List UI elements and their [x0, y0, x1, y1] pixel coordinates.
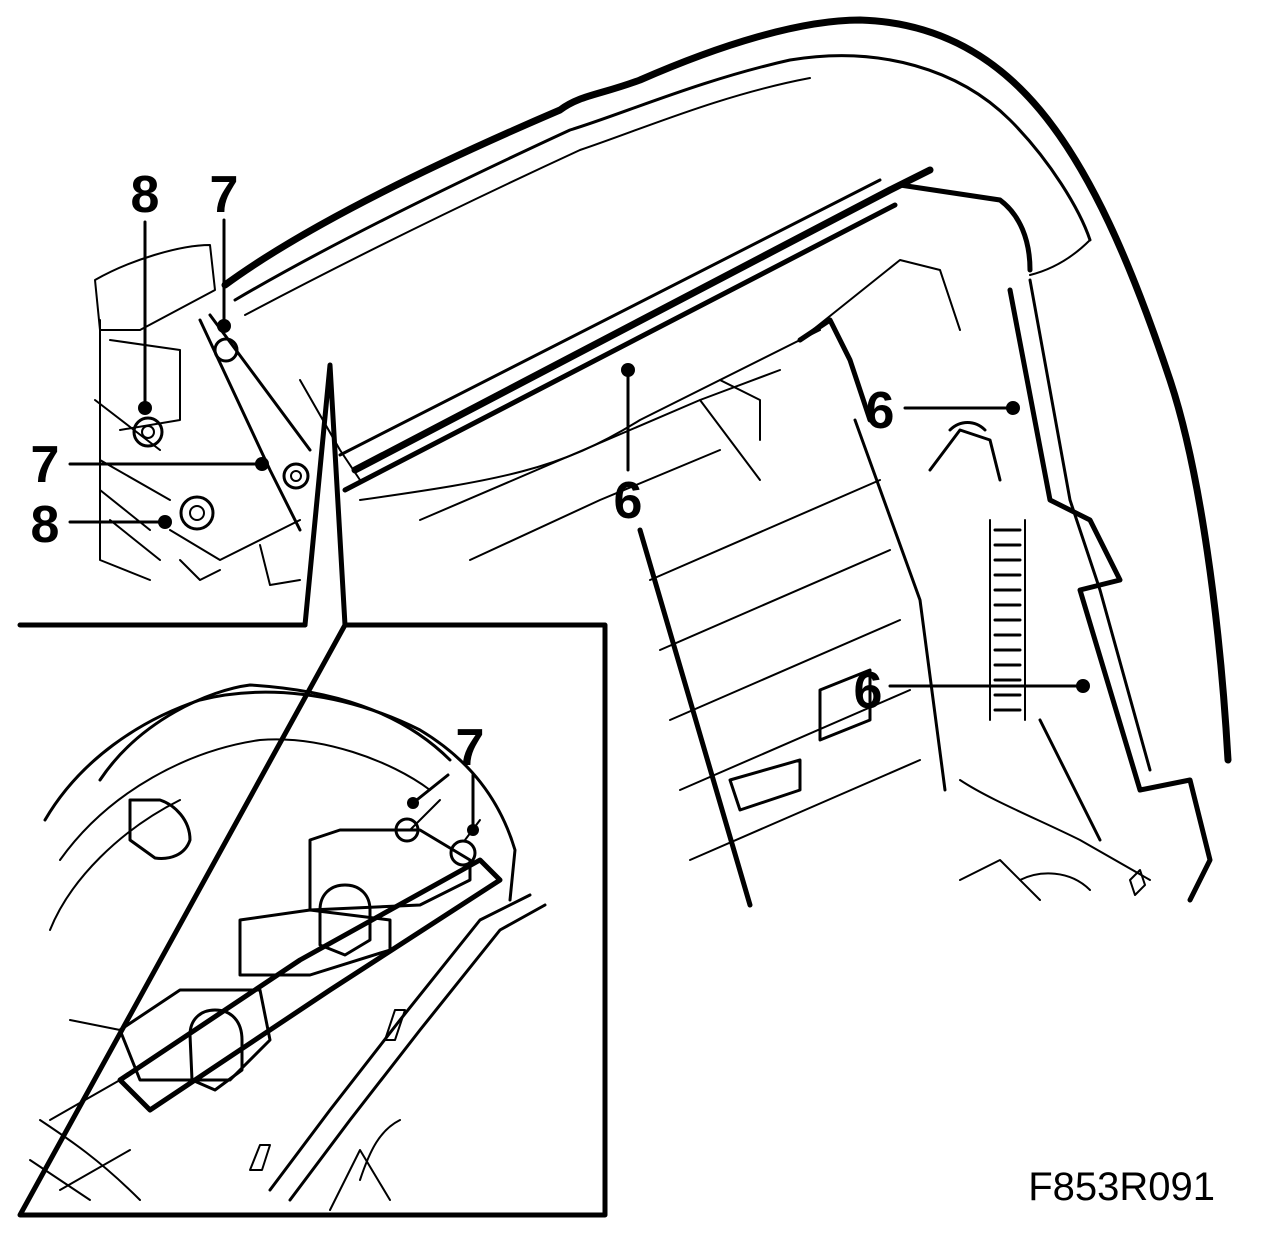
leader-dot-7-top: [217, 319, 231, 333]
soft-top-outer-frame: [221, 16, 1232, 764]
left-bolt-group: [132, 337, 310, 531]
rear-crossbow-rail: [338, 166, 934, 501]
left-mounting-area: [94, 244, 361, 586]
leader-lines: [68, 218, 1090, 836]
inset-pointer: [302, 362, 348, 628]
leader-dot-7-inset-a: [407, 797, 419, 809]
callout-6-right-upper: 6: [866, 382, 895, 440]
callout-7-inset: 7: [456, 719, 485, 777]
callout-8-mid: 8: [31, 496, 60, 554]
spring: [989, 519, 1026, 721]
leader-dot-8-top: [138, 401, 152, 415]
leader-dot-8-mid: [158, 515, 172, 529]
callout-6-right-lower: 6: [854, 662, 883, 720]
seat-back-frame: [419, 259, 961, 908]
leader-dot-6-right-lower: [1076, 679, 1090, 693]
leader-7-inset-a: [411, 773, 450, 805]
inset-detail-drawing: [29, 683, 547, 1211]
callout-7-top: 7: [210, 166, 239, 224]
callout-8-top: 8: [131, 166, 160, 224]
leader-dot-7-mid: [255, 457, 269, 471]
leader-dot-7-inset-b: [467, 824, 479, 836]
hinge-mechanism: [797, 317, 1002, 482]
figure-code: F853R091: [1028, 1165, 1215, 1209]
leader-dot-6-right-upper: [1006, 401, 1020, 415]
callout-6-center: 6: [614, 472, 643, 530]
right-side-rail: [897, 182, 1213, 903]
leader-dot-6-center: [621, 363, 635, 377]
callout-7-mid: 7: [31, 436, 60, 494]
lower-right-body: [959, 718, 1151, 901]
inset-frame: [17, 622, 608, 1218]
